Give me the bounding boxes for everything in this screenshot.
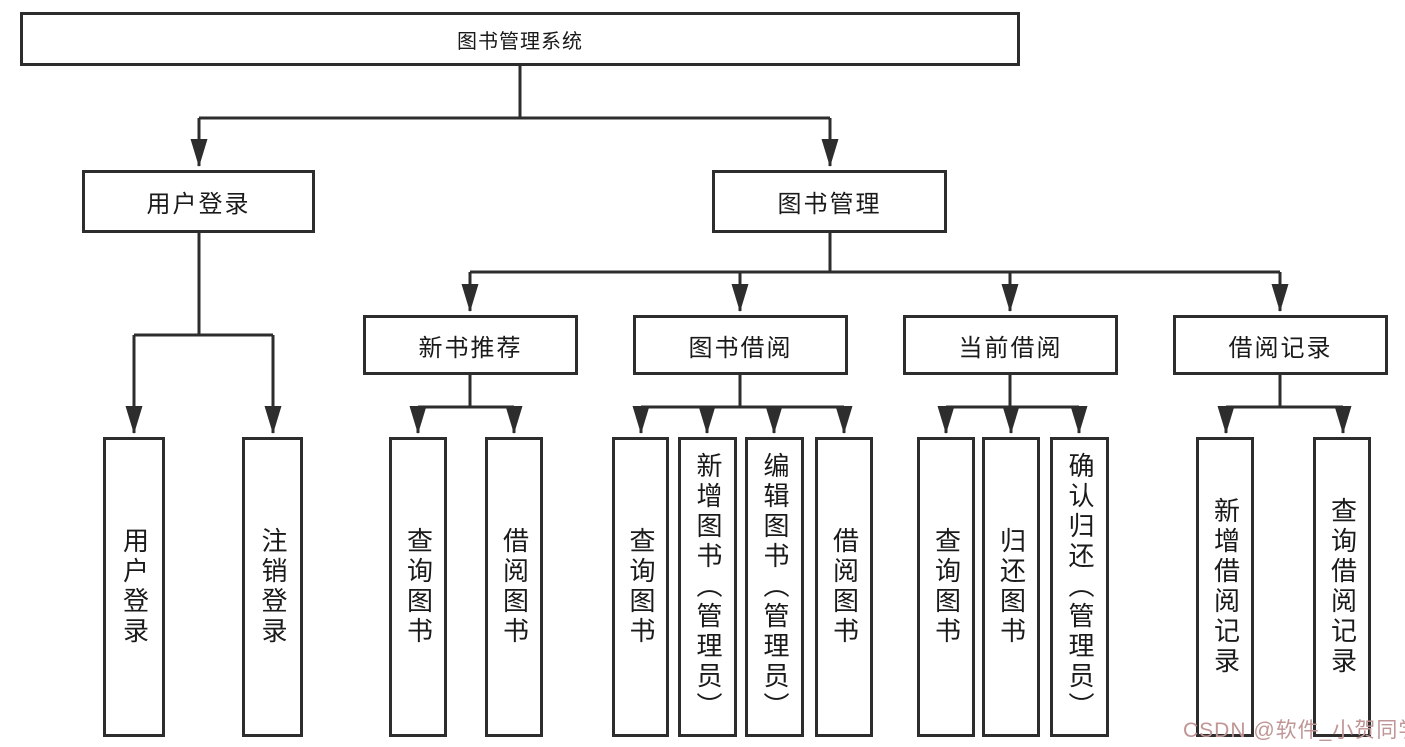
node-label: 当前借阅: [958, 334, 1063, 362]
node-new-book-recommend: 新书推荐: [363, 315, 578, 375]
leaf-add-borrow-record: 新增借阅记录: [1196, 437, 1254, 737]
leaf-confirm-return-admin: 确认归还（管理员）: [1050, 437, 1109, 737]
node-label: 借阅图书: [499, 527, 530, 647]
node-book-borrowing: 图书借阅: [633, 315, 848, 375]
node-label: 用户登录: [119, 527, 150, 647]
node-label: 借阅记录: [1228, 334, 1333, 362]
leaf-user-login: 用户登录: [103, 437, 165, 737]
node-label: 图书借阅: [688, 334, 793, 362]
node-label: 新书推荐: [418, 334, 523, 362]
node-label: 新增借阅记录: [1210, 497, 1241, 677]
leaf-return-books: 归还图书: [982, 437, 1040, 737]
node-label: 图书管理系统: [457, 30, 583, 53]
leaf-borrow-books: 借阅图书: [815, 437, 873, 737]
node-book-management: 图书管理: [712, 170, 947, 233]
leaf-query-books-current: 查询图书: [917, 437, 975, 737]
leaf-query-books-recommend: 查询图书: [389, 437, 447, 737]
node-library-system: 图书管理系统: [20, 12, 1020, 66]
watermark: CSDN @软件_小贺同学: [1183, 719, 1405, 742]
node-label: 确认归还（管理员）: [1065, 452, 1096, 722]
node-label: 新增图书（管理员）: [693, 452, 724, 722]
node-label: 归还图书: [996, 527, 1027, 647]
node-label: 借阅图书: [829, 527, 860, 647]
leaf-logout: 注销登录: [242, 437, 303, 737]
node-user-login-branch: 用户登录: [82, 170, 315, 233]
node-label: 用户登录: [146, 191, 251, 218]
node-label: 图书管理: [777, 191, 882, 218]
node-label: 查询图书: [403, 527, 434, 647]
leaf-query-borrow-record: 查询借阅记录: [1313, 437, 1371, 737]
node-current-borrowing: 当前借阅: [903, 315, 1118, 375]
node-borrowing-records: 借阅记录: [1173, 315, 1388, 375]
node-label: 查询图书: [626, 527, 657, 647]
leaf-edit-books-admin: 编辑图书（管理员）: [745, 437, 804, 737]
leaf-query-books-borrowing: 查询图书: [612, 437, 669, 737]
node-label: 查询借阅记录: [1327, 497, 1358, 677]
leaf-borrow-books-recommend: 借阅图书: [485, 437, 543, 737]
node-label: 编辑图书（管理员）: [760, 452, 791, 722]
node-label: 注销登录: [258, 527, 289, 647]
leaf-add-books-admin: 新增图书（管理员）: [678, 437, 737, 737]
node-label: 查询图书: [931, 527, 962, 647]
